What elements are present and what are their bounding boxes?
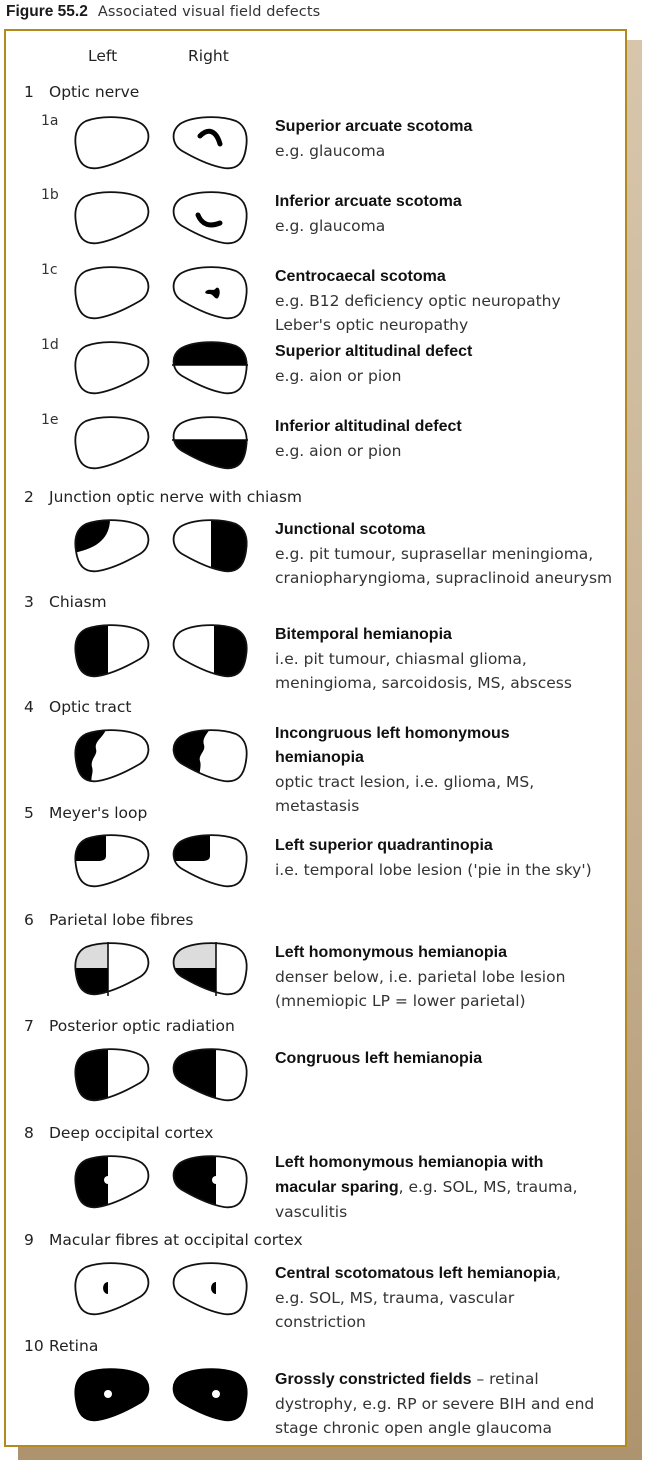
description-3: Bitemporal hemianopia i.e. pit tumour, c…	[275, 623, 625, 695]
left-field-6	[72, 942, 152, 996]
defect-title: Left homonymous hemianopia	[275, 944, 508, 961]
left-field-4	[72, 729, 152, 783]
defect-title: Junctional scotoma	[275, 521, 426, 538]
defect-cause: vasculitis	[275, 1203, 348, 1221]
left-field-1b	[72, 191, 152, 245]
defect-title: Inferior arcuate scotoma	[275, 193, 462, 210]
left-field-3	[72, 624, 152, 678]
defect-title: Bitemporal hemianopia	[275, 626, 452, 643]
right-field-7	[170, 1048, 250, 1102]
description-9: Central scotomatous left hemianopia, e.g…	[275, 1261, 625, 1334]
figure-caption: Figure 55.2 Associated visual field defec…	[6, 2, 320, 21]
description-5: Left superior quadrantinopia i.e. tempor…	[275, 834, 625, 882]
left-field-1d	[72, 341, 152, 395]
defect-title-cont: hemianopia	[275, 749, 364, 766]
defect-title: Superior altitudinal defect	[275, 343, 473, 360]
column-header-right: Right	[188, 47, 229, 65]
figure-title: Associated visual field defects	[97, 4, 321, 20]
defect-cause: craniopharyngioma, supraclinoid aneurysm	[275, 569, 613, 587]
sub-label-1e: 1e	[41, 412, 59, 428]
defect-cause: e.g. pit tumour, suprasellar meningioma,	[275, 545, 594, 563]
description-10: Grossly constricted fields – retinal dys…	[275, 1367, 625, 1440]
right-field-10	[170, 1368, 250, 1422]
defect-cause: i.e. pit tumour, chiasmal glioma,	[275, 650, 527, 668]
description-2: Junctional scotoma e.g. pit tumour, supr…	[275, 518, 625, 590]
description-8: Left homonymous hemianopia with macular …	[275, 1151, 625, 1224]
defect-title: Congruous left hemianopia	[275, 1050, 483, 1067]
defect-title: Left homonymous hemianopia with	[275, 1154, 544, 1171]
right-field-9	[170, 1262, 250, 1316]
defect-cause: e.g. B12 deficiency optic neuropathy	[275, 292, 561, 310]
left-field-8	[72, 1155, 152, 1209]
description-7: Congruous left hemianopia	[275, 1047, 625, 1071]
defect-cause: constriction	[275, 1313, 366, 1331]
defect-cause: e.g. aion or pion	[275, 442, 402, 460]
defect-cause: stage chronic open angle glaucoma	[275, 1419, 553, 1437]
left-field-9	[72, 1262, 152, 1316]
column-header-left: Left	[88, 47, 118, 65]
right-field-1e	[170, 416, 250, 470]
right-field-8	[170, 1155, 250, 1209]
right-field-3	[170, 624, 250, 678]
sub-label-1a: 1a	[41, 113, 59, 129]
description-1d: Superior altitudinal defect e.g. aion or…	[275, 340, 625, 388]
description-1e: Inferior altitudinal defect e.g. aion or…	[275, 415, 625, 463]
defect-cause: i.e. temporal lobe lesion ('pie in the s…	[275, 861, 592, 879]
left-field-1e	[72, 416, 152, 470]
right-field-1d	[170, 341, 250, 395]
defect-cause: dystrophy, e.g. RP or severe BIH and end	[275, 1395, 595, 1413]
left-field-1a	[72, 116, 152, 170]
defect-cause: , e.g. SOL, MS, trauma,	[398, 1178, 578, 1196]
defect-cause: e.g. glaucoma	[275, 142, 386, 160]
defect-title: Inferior altitudinal defect	[275, 418, 462, 435]
sub-label-1d: 1d	[41, 337, 59, 353]
defect-cause: denser below, i.e. parietal lobe lesion	[275, 968, 566, 986]
left-field-5	[72, 834, 152, 888]
defect-cause: e.g. SOL, MS, trauma, vascular	[275, 1289, 515, 1307]
defect-cause: optic tract lesion, i.e. glioma, MS,	[275, 773, 535, 791]
defect-title: Centrocaecal scotoma	[275, 268, 446, 285]
defect-cause: e.g. glaucoma	[275, 217, 386, 235]
defect-title: Incongruous left homonymous	[275, 725, 510, 742]
right-field-1c	[170, 266, 250, 320]
left-field-7	[72, 1048, 152, 1102]
defect-cause: Leber's optic neuropathy	[275, 316, 469, 334]
defect-cause: meningioma, sarcoidosis, MS, abscess	[275, 674, 572, 692]
right-field-4	[170, 729, 250, 783]
figure-label: Figure 55.2	[6, 3, 88, 20]
right-field-5	[170, 834, 250, 888]
description-1a: Superior arcuate scotoma e.g. glaucoma	[275, 115, 625, 163]
defect-title-cont: macular sparing	[275, 1179, 399, 1196]
defect-cause: (mnemiopic LP = lower parietal)	[275, 992, 526, 1010]
sub-label-1c: 1c	[41, 262, 58, 278]
right-field-6	[170, 942, 250, 996]
right-field-1a	[170, 116, 250, 170]
description-1b: Inferior arcuate scotoma e.g. glaucoma	[275, 190, 625, 238]
defect-title: Central scotomatous left hemianopia	[275, 1265, 556, 1282]
right-field-2	[170, 519, 250, 573]
sub-label-1b: 1b	[41, 187, 59, 203]
right-field-1b	[170, 191, 250, 245]
description-4: Incongruous left homonymous hemianopia o…	[275, 722, 625, 818]
defect-title: Left superior quadrantinopia	[275, 837, 493, 854]
left-field-1c	[72, 266, 152, 320]
defect-title: Grossly constricted fields	[275, 1371, 472, 1388]
left-field-2	[72, 519, 152, 573]
left-field-10	[72, 1368, 152, 1422]
defect-cause: metastasis	[275, 797, 360, 815]
defect-title: Superior arcuate scotoma	[275, 118, 473, 135]
description-6: Left homonymous hemianopia denser below,…	[275, 941, 625, 1013]
defect-cause: e.g. aion or pion	[275, 367, 402, 385]
description-1c: Centrocaecal scotoma e.g. B12 deficiency…	[275, 265, 625, 337]
